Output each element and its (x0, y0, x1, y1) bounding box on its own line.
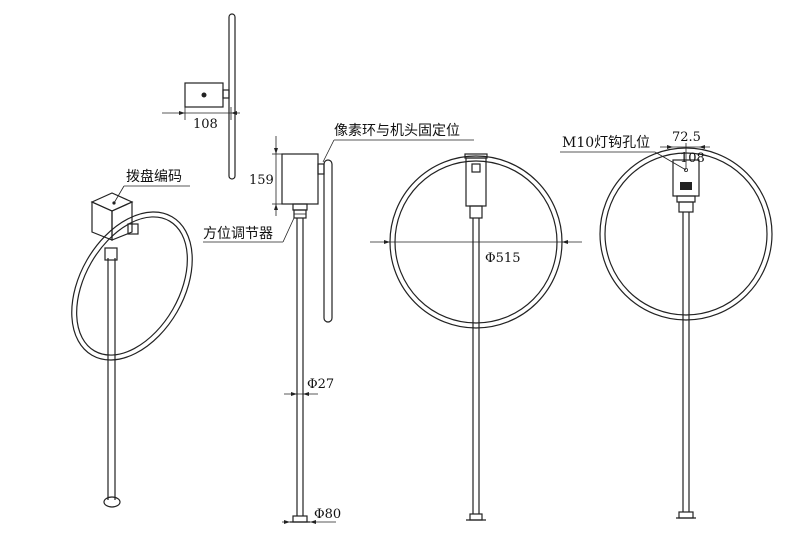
side-base (292, 515, 308, 523)
dim-arrow (303, 392, 309, 396)
right-view: 72.5 108 M10灯钩孔位 (560, 130, 773, 519)
dim-arrow (667, 145, 673, 149)
side-view: 159 Φ27 Φ80 像素环与机头固定位 方位调节器 (203, 123, 474, 524)
front-head-window (471, 163, 481, 173)
dim-arrow (231, 111, 237, 115)
top-view-ring-bar (228, 13, 236, 180)
dim-arrow (274, 204, 278, 210)
iso-base (103, 496, 121, 508)
front-base (469, 513, 483, 521)
side-ring-bar (323, 159, 333, 323)
isometric-view: 拨盘编码 (71, 168, 193, 508)
dim-arrow (384, 240, 390, 244)
top-view: 108 (162, 13, 240, 180)
dim-arrow (284, 520, 290, 524)
dim-head-width: 108 (680, 151, 705, 166)
leader-dial-encoder (113, 185, 125, 204)
right-adjuster (678, 201, 694, 213)
right-adjuster-top (676, 195, 696, 203)
side-adjuster-top (292, 203, 308, 211)
dim-arrow (179, 111, 185, 115)
right-base (678, 511, 694, 519)
leader-head-mount (322, 139, 335, 163)
leader-adjuster (282, 217, 295, 243)
dim-pole-diameter: Φ27 (307, 377, 334, 392)
iso-head-right (111, 201, 133, 241)
dim-hook-offset: 72.5 (672, 130, 701, 145)
side-head-box (281, 153, 319, 205)
dim-arrow (274, 148, 278, 154)
iso-ring-inner (76, 216, 188, 356)
dim-ring-diameter: Φ515 (485, 251, 520, 266)
iso-head-left (91, 201, 113, 241)
side-head-connector (317, 163, 325, 175)
iso-ring-outer (71, 211, 193, 361)
dim-arrow (310, 520, 316, 524)
iso-head-top (90, 192, 134, 212)
iso-clamp (104, 247, 118, 261)
dim-arrow (291, 392, 297, 396)
top-view-connector (222, 89, 230, 99)
leader-m10 (654, 151, 687, 171)
dim-head-height: 159 (249, 173, 274, 188)
dim-base-diameter: Φ80 (314, 507, 341, 522)
label-m10-hook-hole: M10灯钩孔位 (562, 135, 650, 151)
top-view-dot (201, 92, 207, 98)
right-hook-hole (684, 167, 689, 172)
front-head-box (465, 157, 487, 207)
right-ring-outer (599, 147, 773, 321)
dim-top-view-width: 108 (193, 117, 218, 132)
dim-arrow (699, 145, 705, 149)
dim-arrow (562, 240, 568, 244)
iso-clamp-upper (127, 223, 139, 235)
right-head-display (680, 182, 692, 190)
label-orientation-adjuster: 方位调节器 (203, 226, 273, 242)
label-dial-encoder: 拨盘编码 (126, 168, 182, 185)
front-adjuster (469, 205, 483, 219)
front-view: Φ515 (370, 153, 582, 521)
right-ring-inner (604, 152, 768, 316)
label-head-mount: 像素环与机头固定位 (334, 123, 460, 139)
